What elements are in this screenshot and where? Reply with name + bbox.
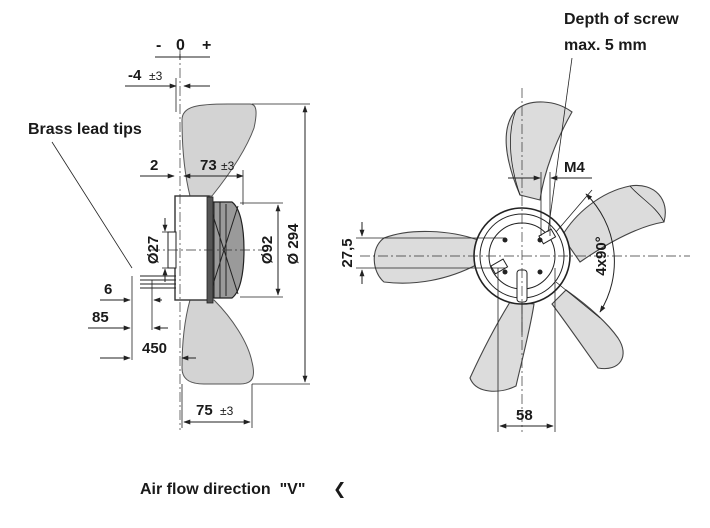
- offset-dim-label: -4: [128, 67, 142, 84]
- dim-73-tol: ±3: [221, 159, 235, 173]
- dim-75-label: 75: [196, 402, 213, 419]
- axis-minus-label: -: [156, 37, 161, 54]
- dim-d27-label: Ø27: [145, 236, 162, 264]
- dim-27-5-label: 27,5: [339, 238, 356, 267]
- dim-d92-label: Ø92: [259, 236, 276, 264]
- screw-note-line1: Depth of screw: [564, 11, 679, 28]
- dim-4x90-label: 4x90°: [593, 236, 610, 275]
- offset-dim-tol: ±3: [149, 69, 163, 83]
- dim-450-label: 450: [142, 340, 167, 357]
- side-blade-upper: [181, 103, 257, 197]
- side-view: - 0 + -4 ±3 Brass lead tips 2 73 ±3 Ø27 …: [28, 37, 310, 430]
- front-blade-lower-right: [551, 289, 624, 370]
- front-blade-left: [373, 230, 479, 284]
- airflow-arrow-icon: ❮: [333, 481, 346, 498]
- dim-85-label: 85: [92, 309, 109, 326]
- side-blade-lower: [181, 299, 254, 385]
- side-lead-wires: [140, 275, 176, 289]
- screw-note-line2: max. 5 mm: [564, 37, 647, 54]
- dim-4x90-arc: [585, 193, 615, 313]
- front-blade-bottom: [469, 301, 535, 392]
- dim-58-label: 58: [516, 407, 533, 424]
- axis-zero-label: 0: [176, 37, 185, 54]
- front-view: Depth of screw max. 5 mm M4 4x90° 27,5 5…: [339, 11, 690, 432]
- dim-75-tol: ±3: [220, 404, 234, 418]
- dim-d294-label: Ø 294: [285, 223, 302, 265]
- dim-m4-label: M4: [564, 159, 585, 176]
- screw-slot-2: [490, 258, 509, 275]
- brass-lead-leader: [51, 141, 133, 269]
- screw-note-leader: [547, 57, 573, 233]
- front-blade-top: [505, 101, 573, 201]
- axis-plus-label: +: [202, 37, 211, 54]
- airflow-label: Air flow direction "V": [140, 481, 305, 498]
- brass-lead-label: Brass lead tips: [28, 121, 142, 138]
- dim-2-label: 2: [150, 157, 158, 174]
- footer: Air flow direction "V" ❮: [140, 481, 346, 498]
- dim-73-label: 73: [200, 157, 217, 174]
- dim-6-label: 6: [104, 281, 112, 298]
